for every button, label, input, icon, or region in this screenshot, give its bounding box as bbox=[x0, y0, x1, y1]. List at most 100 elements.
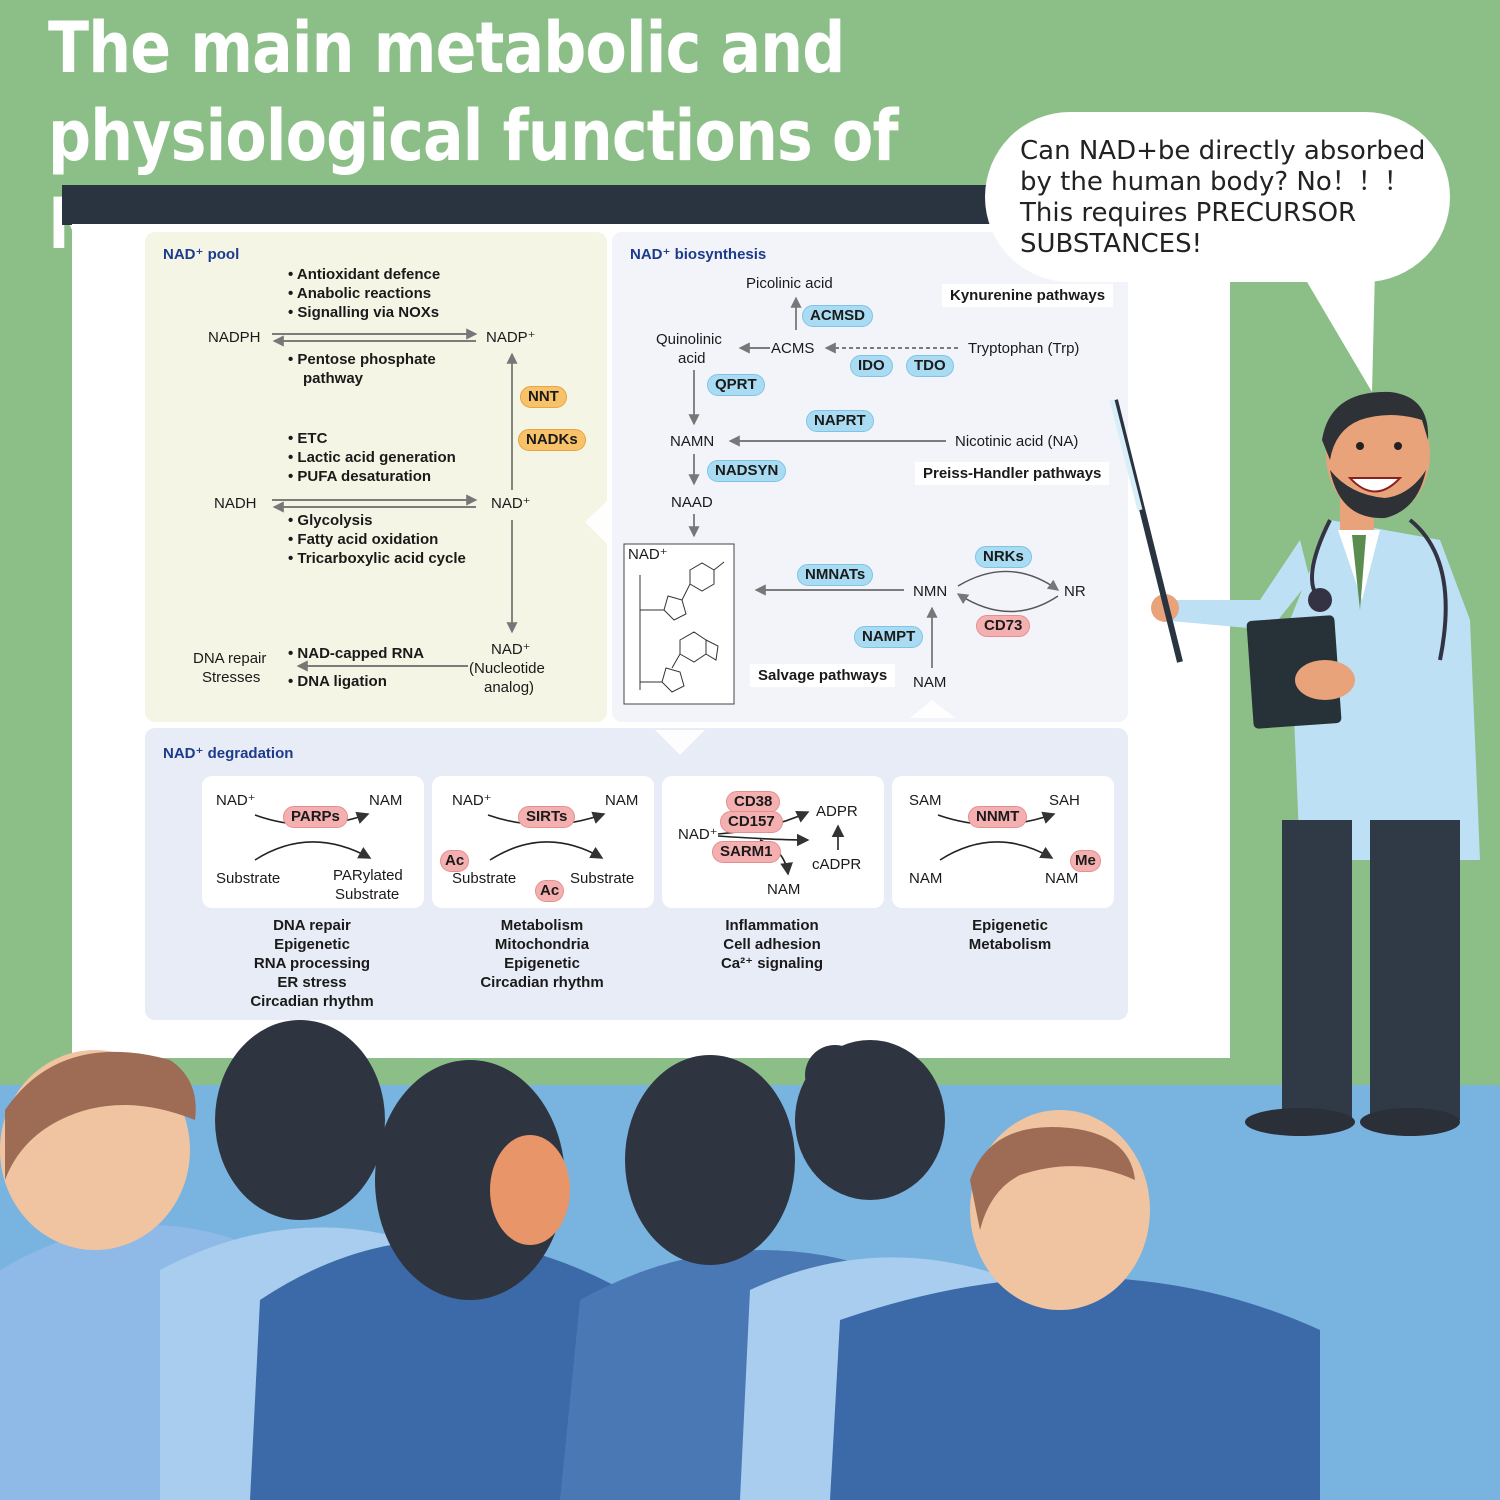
sirt-product-label: Substrate bbox=[570, 870, 635, 887]
acid-label: acid bbox=[678, 350, 706, 367]
degradation-header: NAD⁺ degradation bbox=[163, 745, 294, 762]
sirts-enzyme: SIRTs bbox=[518, 806, 576, 828]
adpr-label: ADPR bbox=[816, 803, 858, 820]
cd38-nam-label: NAM bbox=[767, 881, 801, 898]
pool-bullet: • Anabolic reactions bbox=[288, 285, 432, 302]
dna-repair-label: DNA repair bbox=[193, 650, 267, 667]
biosynthesis-header: NAD⁺ biosynthesis bbox=[630, 246, 767, 263]
quinolinic-label: Quinolinic bbox=[656, 331, 722, 348]
cd73-enzyme: CD73 bbox=[976, 615, 1031, 637]
parp-nam-label: NAM bbox=[369, 792, 403, 809]
parps-enzyme: PARPs bbox=[283, 806, 348, 828]
parp-function: DNA repair bbox=[273, 917, 351, 934]
nad-pool-panel bbox=[145, 232, 607, 722]
parp-function: Circadian rhythm bbox=[250, 993, 374, 1010]
qprt-enzyme: QPRT bbox=[707, 374, 765, 396]
nad-analog-label: NAD⁺ bbox=[491, 641, 531, 658]
sirt-function: Epigenetic bbox=[504, 955, 580, 972]
cd38-function: Cell adhesion bbox=[723, 936, 821, 953]
pool-bullet-cont: pathway bbox=[303, 370, 364, 387]
nadph-label: NADPH bbox=[208, 329, 261, 346]
analog-label: analog) bbox=[484, 679, 535, 696]
nnt-enzyme: NNT bbox=[520, 386, 567, 408]
cd38-enzyme: CD38 bbox=[726, 791, 781, 813]
nad-molecule-structure bbox=[639, 561, 725, 693]
cd38-function: Inflammation bbox=[725, 917, 819, 934]
pool-bullet: • NAD-capped RNA bbox=[288, 645, 425, 662]
parp-substrate-label: Substrate bbox=[216, 870, 281, 887]
pool-arrows bbox=[272, 328, 518, 672]
naprt-enzyme: NAPRT bbox=[806, 410, 874, 432]
parylated-label: PARylated bbox=[333, 867, 403, 884]
pool-bullet: • Signalling via NOXs bbox=[288, 304, 440, 321]
nadsyn-enzyme: NADSYN bbox=[707, 460, 787, 482]
nicotinic-acid-label: Nicotinic acid (NA) bbox=[955, 433, 1079, 450]
acms-label: ACMS bbox=[771, 340, 815, 357]
pool-bullet: • DNA ligation bbox=[288, 673, 387, 690]
sirt-function: Circadian rhythm bbox=[480, 974, 604, 991]
picolinic-acid-label: Picolinic acid bbox=[746, 275, 833, 292]
acmsd-enzyme: ACMSD bbox=[802, 305, 873, 327]
cd157-enzyme: CD157 bbox=[720, 811, 783, 833]
pool-bullet: • Fatty acid oxidation bbox=[288, 531, 439, 548]
nucleotide-label: (Nucleotide bbox=[469, 660, 545, 677]
pool-bullet: • Tricarboxylic acid cycle bbox=[288, 550, 466, 567]
nmnats-enzyme: NMNATs bbox=[797, 564, 874, 586]
nadp-label: NADP⁺ bbox=[486, 329, 536, 346]
kynurenine-label: Kynurenine pathways bbox=[942, 284, 1114, 307]
nnmt-nam-in-label: NAM bbox=[909, 870, 943, 887]
cd38-function: Ca²⁺ signaling bbox=[720, 955, 824, 972]
salvage-label: Salvage pathways bbox=[750, 664, 896, 687]
cd38-nad-label: NAD⁺ bbox=[678, 826, 718, 843]
sirt-acetyl-badge: Ac bbox=[440, 850, 470, 872]
nnmt-enzyme: NNMT bbox=[968, 806, 1028, 828]
pool-bullet: • ETC bbox=[288, 430, 328, 447]
nad-label: NAD⁺ bbox=[491, 495, 531, 512]
nnmt-nam-out-label: NAM bbox=[1045, 870, 1079, 887]
nr-label: NR bbox=[1064, 583, 1086, 600]
methyl-badge: Me bbox=[1070, 850, 1101, 872]
sirt-nam-label: NAM bbox=[605, 792, 639, 809]
nampt-enzyme: NAMPT bbox=[854, 626, 924, 648]
naad-label: NAAD bbox=[671, 494, 713, 511]
nam-label: NAM bbox=[913, 674, 947, 691]
pool-bullet: • Antioxidant defence bbox=[288, 266, 441, 283]
pool-header: NAD⁺ pool bbox=[163, 246, 240, 263]
cadpr-label: cADPR bbox=[812, 856, 862, 873]
stresses-label: Stresses bbox=[202, 669, 261, 686]
speech-bubble bbox=[985, 112, 1450, 282]
pool-bullet: • Pentose phosphate bbox=[288, 351, 436, 368]
nadks-enzyme: NADKs bbox=[518, 429, 586, 451]
nrks-enzyme: NRKs bbox=[975, 546, 1032, 568]
sah-label: SAH bbox=[1049, 792, 1080, 809]
tdo-enzyme: TDO bbox=[906, 355, 954, 377]
nmn-label: NMN bbox=[913, 583, 948, 600]
nnmt-function: Epigenetic bbox=[972, 917, 1048, 934]
parp-function: RNA processing bbox=[253, 955, 371, 972]
board-top-bar bbox=[62, 185, 1092, 225]
sam-label: SAM bbox=[909, 792, 942, 809]
doctor-illustration bbox=[1109, 391, 1480, 1136]
pool-bullet: • Glycolysis bbox=[288, 512, 373, 529]
parp-nad-label: NAD⁺ bbox=[216, 792, 256, 809]
sirt-acetyl-badge: Ac bbox=[535, 880, 565, 902]
nadh-label: NADH bbox=[214, 495, 257, 512]
sarm1-enzyme: SARM1 bbox=[712, 841, 781, 863]
sirt-nad-label: NAD⁺ bbox=[452, 792, 492, 809]
nad-structure-label: NAD⁺ bbox=[628, 546, 668, 563]
sirt-substrate-label: Substrate bbox=[452, 870, 517, 887]
parylated-substrate-label: Substrate bbox=[335, 886, 400, 903]
page-title: The main metabolic and physiological fun… bbox=[48, 7, 899, 265]
pool-bullet: • PUFA desaturation bbox=[288, 468, 432, 485]
sirt-function: Metabolism bbox=[500, 917, 584, 934]
nnmt-function: Metabolism bbox=[968, 936, 1052, 953]
ido-enzyme: IDO bbox=[850, 355, 893, 377]
biosynthesis-arrows bbox=[688, 296, 1060, 668]
parp-function: ER stress bbox=[277, 974, 347, 991]
namn-label: NAMN bbox=[670, 433, 715, 450]
tryptophan-label: Tryptophan (Trp) bbox=[968, 340, 1080, 357]
parp-function: Epigenetic bbox=[274, 936, 350, 953]
sirt-function: Mitochondria bbox=[494, 936, 590, 953]
speech-bubble-text: Can NAD+be directly absorbed by the huma… bbox=[1020, 136, 1426, 259]
